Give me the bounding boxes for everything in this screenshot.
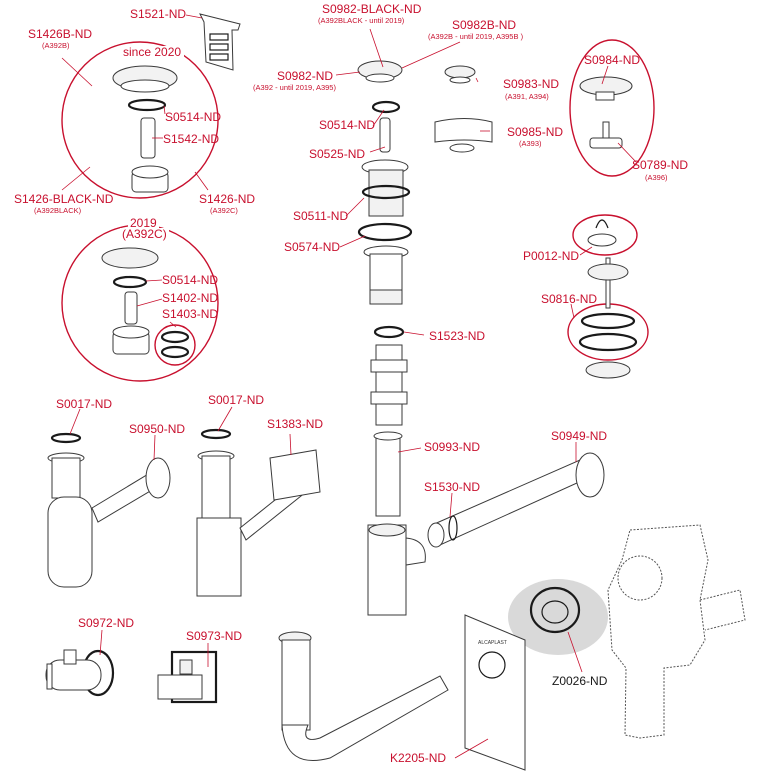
angle-valve-square-drawing bbox=[157, 650, 218, 704]
label-s0511: S0511-ND bbox=[293, 209, 349, 223]
sublabel-s1426b: (A392B) bbox=[42, 41, 70, 50]
label-s1523: S1523-ND bbox=[429, 329, 486, 343]
group-ellipse-s0984-s0789 bbox=[569, 39, 655, 177]
sublabel-s0982b: (A392B - until 2019, A395B ) bbox=[428, 32, 524, 41]
label-k2205: K2205-ND bbox=[390, 751, 447, 765]
sublabel-s0982-black: (A392BLACK - until 2019) bbox=[318, 16, 405, 25]
since-2020-parts-drawing bbox=[112, 65, 178, 193]
label-s1426b: S1426B-ND bbox=[28, 27, 93, 41]
extension-pipe-drawing bbox=[427, 452, 605, 548]
label-s0816: S0816-ND bbox=[541, 292, 598, 306]
leader-lines bbox=[61, 14, 637, 759]
bottle-siphon-round-drawing bbox=[47, 432, 171, 588]
hidden-siphon-dashed-drawing bbox=[607, 524, 746, 739]
label-s0972: S0972-ND bbox=[78, 616, 135, 630]
sublabel-s0982: (A392 - until 2019, A395) bbox=[253, 83, 336, 92]
alcaplast-logo-icon: ALCAPLAST bbox=[478, 640, 507, 646]
group-label-2019: 2019 bbox=[128, 216, 159, 230]
label-s0982-black: S0982-BLACK-ND bbox=[322, 2, 422, 16]
y2019-parts-drawing bbox=[101, 247, 190, 359]
highlight-z0026 bbox=[508, 579, 608, 655]
group-circle-since-2020 bbox=[61, 41, 219, 199]
label-s0950: S0950-ND bbox=[129, 422, 186, 436]
label-s0789: S0789-ND bbox=[632, 158, 689, 172]
label-s1542: S1542-ND bbox=[163, 132, 220, 146]
k2205-cover-plate-drawing: ALCAPLAST bbox=[464, 614, 526, 771]
label-s0983: S0983-ND bbox=[503, 77, 560, 91]
group-sublabel-2019: (A392C) bbox=[120, 227, 169, 241]
label-s0982b: S0982B-ND bbox=[452, 18, 517, 32]
label-s1426-black: S1426-BLACK-ND bbox=[14, 192, 114, 206]
group-circle-s1403 bbox=[154, 324, 196, 366]
label-z0026: Z0026-ND bbox=[552, 674, 608, 688]
angle-valve-round-drawing bbox=[45, 649, 115, 697]
label-s0525: S0525-ND bbox=[309, 147, 366, 161]
label-s0574: S0574-ND bbox=[284, 240, 341, 254]
p0012-s0816-drawing bbox=[578, 219, 638, 379]
label-s0973: S0973-ND bbox=[186, 629, 243, 643]
label-s0982: S0982-ND bbox=[277, 69, 334, 83]
sublabel-s1426: (A392C) bbox=[210, 206, 238, 215]
label-s1530: S1530-ND bbox=[424, 480, 481, 494]
label-s0017-b: S0017-ND bbox=[208, 393, 265, 407]
label-s0514-a: S0514-ND bbox=[165, 110, 222, 124]
sublabel-s0985: (A393) bbox=[519, 139, 542, 148]
label-s1383: S1383-ND bbox=[267, 417, 324, 431]
sublabel-s1426-black: (A392BLACK) bbox=[34, 206, 82, 215]
label-s0993: S0993-ND bbox=[424, 440, 481, 454]
label-s0984: S0984-ND bbox=[584, 53, 641, 67]
label-s0985: S0985-ND bbox=[507, 125, 564, 139]
label-s0017-a: S0017-ND bbox=[56, 397, 113, 411]
s0983-s0985-drawing bbox=[434, 65, 493, 153]
label-s1521: S1521-ND bbox=[130, 7, 187, 21]
label-s1426: S1426-ND bbox=[199, 192, 256, 206]
label-s0514-c: S0514-ND bbox=[319, 118, 376, 132]
group-ellipse-p0012 bbox=[572, 214, 638, 256]
group-ellipse-s0816 bbox=[567, 303, 649, 361]
label-p0012: P0012-ND bbox=[523, 249, 580, 263]
central-drain-drawing bbox=[357, 60, 426, 616]
z0026-reducer-drawing bbox=[529, 586, 581, 634]
s1521-key-drawing bbox=[199, 13, 241, 71]
label-s1402: S1402-ND bbox=[162, 291, 219, 305]
label-s0949: S0949-ND bbox=[551, 429, 608, 443]
sublabel-s0789: (A396) bbox=[645, 173, 668, 182]
sublabel-s0983: (A391, A394) bbox=[505, 92, 549, 101]
label-s0514-b: S0514-ND bbox=[162, 273, 219, 287]
s0984-s0789-drawing bbox=[579, 76, 633, 149]
group-label-since-2020: since 2020 bbox=[120, 46, 185, 59]
label-s1403: S1403-ND bbox=[162, 307, 219, 321]
bottle-siphon-square-drawing bbox=[196, 428, 321, 597]
concealed-siphon-pipe-drawing bbox=[278, 631, 449, 762]
